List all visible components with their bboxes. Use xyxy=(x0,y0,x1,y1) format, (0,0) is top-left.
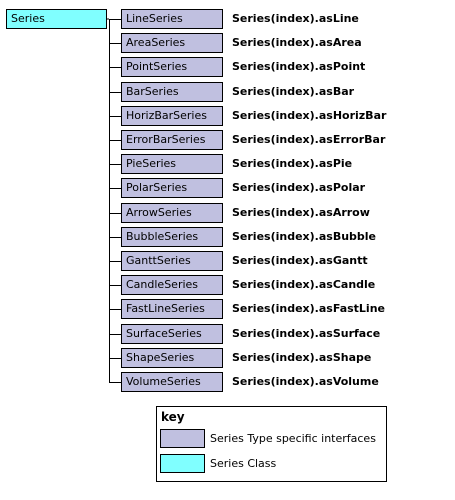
series-type-node-surfaceseries: SurfaceSeries xyxy=(121,324,223,344)
series-type-node-ganttseries: GanttSeries xyxy=(121,251,223,271)
accessor-label-ganttseries: Series(index).asGantt xyxy=(232,254,368,267)
series-type-node-horizbarseries: HorizBarSeries xyxy=(121,106,223,126)
accessor-label-horizbarseries: Series(index).asHorizBar xyxy=(232,109,387,122)
branch-connectors xyxy=(109,19,121,383)
accessor-label-bubbleseries: Series(index).asBubble xyxy=(232,230,377,243)
accessor-label-candleseries: Series(index).asCandle xyxy=(232,278,376,291)
legend-label-series-type: Series Type specific interfaces xyxy=(210,432,376,445)
accessor-label-pieseries: Series(index).asPie xyxy=(232,157,353,170)
accessor-label-areaseries: Series(index).asArea xyxy=(232,36,362,49)
accessor-label-lineseries: Series(index).asLine xyxy=(232,12,359,25)
legend-label-series-class: Series Class xyxy=(210,457,277,470)
series-type-node-barseries: BarSeries xyxy=(121,82,223,102)
accessor-label-surfaceseries: Series(index).asSurface xyxy=(232,327,381,340)
series-type-node-lineseries: LineSeries xyxy=(121,9,223,29)
accessor-label-volumeseries: Series(index).asVolume xyxy=(232,375,379,388)
series-type-node-volumeseries: VolumeSeries xyxy=(121,372,223,392)
legend-swatch-series-type xyxy=(160,429,205,448)
legend-swatch-series-class xyxy=(160,454,205,473)
accessor-label-errorbarseries: Series(index).asErrorBar xyxy=(232,133,386,146)
accessor-label-pointseries: Series(index).asPoint xyxy=(232,60,366,73)
series-type-node-areaseries: AreaSeries xyxy=(121,33,223,53)
series-type-node-polarseries: PolarSeries xyxy=(121,178,223,198)
accessor-label-shapeseries: Series(index).asShape xyxy=(232,351,372,364)
legend: key Series Type specific interfaces Seri… xyxy=(156,406,387,482)
accessor-label-barseries: Series(index).asBar xyxy=(232,85,355,98)
series-type-node-bubbleseries: BubbleSeries xyxy=(121,227,223,247)
series-class-node: Series xyxy=(6,9,107,29)
series-type-node-pieseries: PieSeries xyxy=(121,154,223,174)
series-type-node-arrowseries: ArrowSeries xyxy=(121,203,223,223)
series-type-node-candleseries: CandleSeries xyxy=(121,275,223,295)
series-type-node-fastlineseries: FastLineSeries xyxy=(121,299,223,319)
accessor-label-polarseries: Series(index).asPolar xyxy=(232,181,366,194)
legend-title: key xyxy=(161,410,185,424)
accessor-label-arrowseries: Series(index).asArrow xyxy=(232,206,370,219)
series-type-node-shapeseries: ShapeSeries xyxy=(121,348,223,368)
series-type-node-errorbarseries: ErrorBarSeries xyxy=(121,130,223,150)
accessor-label-fastlineseries: Series(index).asFastLine xyxy=(232,302,385,315)
series-type-node-pointseries: PointSeries xyxy=(121,57,223,77)
